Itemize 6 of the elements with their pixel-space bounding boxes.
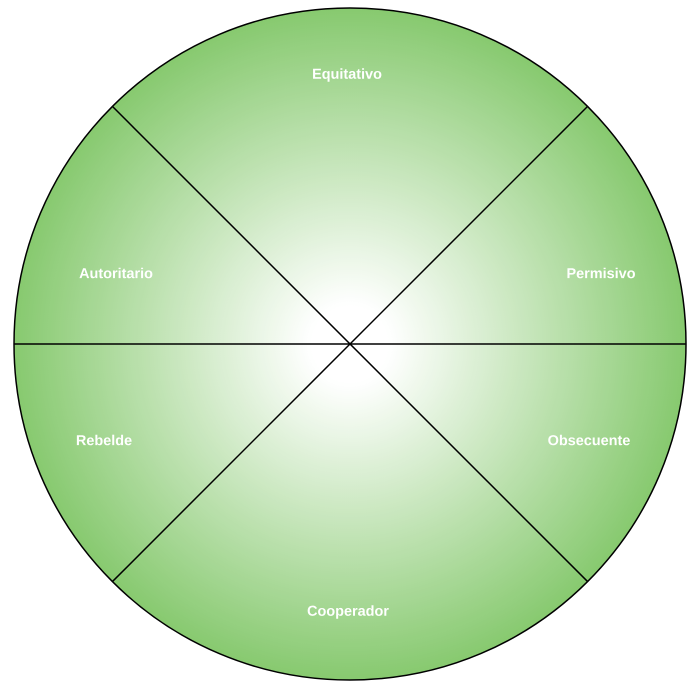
sector-label: Permisivo (567, 268, 635, 278)
sector-label: Autoritario (79, 268, 152, 278)
sector-label: Rebelde (76, 434, 132, 446)
sector-label: Obsecuente (548, 434, 630, 446)
sector-label: Cooperador (308, 605, 389, 619)
sector-label: Equitativo (313, 68, 382, 82)
